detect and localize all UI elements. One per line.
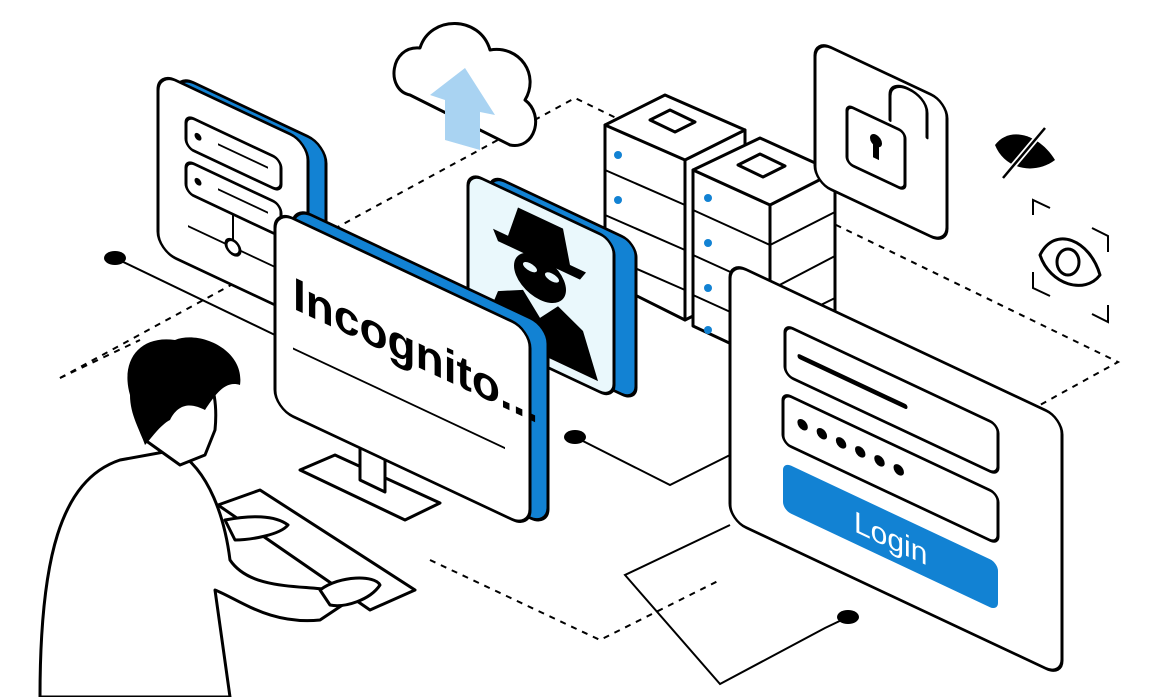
connector-dot bbox=[104, 251, 126, 265]
eye-slash-icon bbox=[995, 126, 1055, 180]
connector-dot bbox=[837, 610, 859, 624]
login-panel: •••••• Login bbox=[728, 266, 1064, 672]
monitor: Incognito... bbox=[273, 211, 550, 523]
unlocked-padlock-icon bbox=[813, 44, 949, 240]
eye-scan-icon bbox=[1032, 198, 1109, 324]
connectors bbox=[104, 251, 859, 686]
connector-dot bbox=[564, 430, 586, 444]
login-button[interactable] bbox=[783, 462, 998, 611]
password-field[interactable] bbox=[781, 393, 1000, 544]
person-icon bbox=[38, 337, 382, 697]
cloud-upload-icon bbox=[392, 22, 538, 150]
